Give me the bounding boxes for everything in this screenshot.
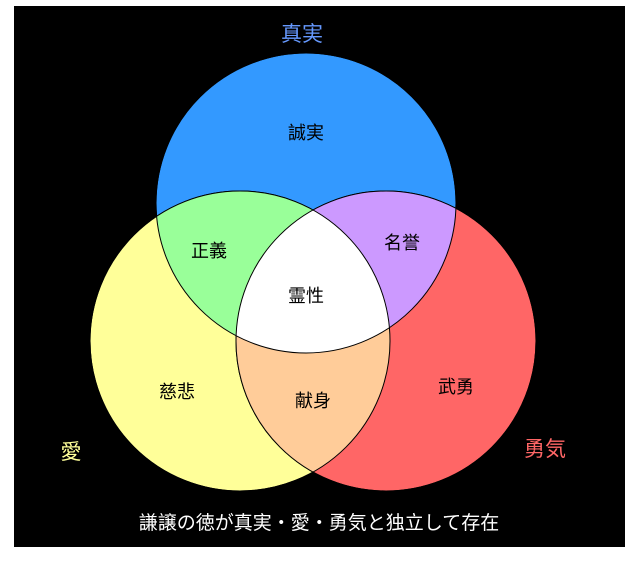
courage-outline	[235, 190, 537, 492]
region-label-love-courage: 献身	[295, 391, 331, 412]
region-label-truth-courage: 名誉	[384, 233, 420, 254]
caption: 謙譲の徳が真実・愛・勇気と独立して存在	[139, 512, 499, 534]
region-label-courage-only: 武勇	[438, 377, 474, 398]
region-label-center: 霊性	[288, 286, 324, 307]
truth-outline	[155, 52, 457, 354]
region-label-truth-love: 正義	[191, 241, 227, 262]
region-label-truth-only: 誠実	[288, 123, 324, 144]
set-label-love: 愛	[61, 440, 82, 464]
set-label-courage: 勇気	[524, 437, 566, 461]
love-outline	[89, 190, 391, 492]
region-label-love-only: 慈悲	[159, 382, 195, 403]
set-label-truth: 真実	[281, 22, 323, 46]
